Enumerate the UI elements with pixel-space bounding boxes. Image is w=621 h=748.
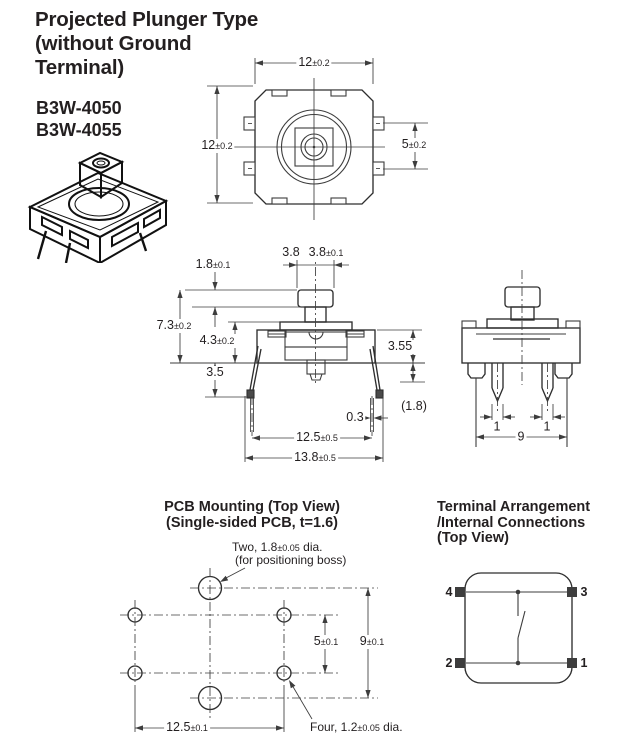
pcb-boss-note: Two, 1.8±0.05 dia. (232, 540, 323, 554)
side-view-body (461, 270, 581, 447)
dim-pcb-hole-pitch-h: 12.5±0.1 (164, 720, 210, 735)
page-title-line2: (without Ground (35, 32, 192, 55)
pcb-title-line2: (Single-sided PCB, t=1.6) (165, 514, 339, 531)
terminal-section-title: Terminal Arrangement /Internal Connectio… (437, 499, 621, 547)
terminal-schematic (455, 572, 577, 684)
terminal-title-line3: (Top View) (437, 530, 509, 546)
dim-body-above-pcb: 3.55 (385, 339, 415, 354)
dim-plunger-width: 3.8±0.1 (306, 245, 346, 260)
page-title: Projected Plunger Type (without Ground T… (35, 8, 258, 80)
dim-pcb-hole-pitch-v: 5±0.1 (311, 634, 341, 649)
terminal-pin-3: 3 (580, 585, 588, 599)
dim-pin-row-span: 9 (515, 429, 527, 444)
terminal-pin-1: 1 (580, 656, 588, 670)
terminal-pin-4: 4 (445, 585, 453, 599)
pcb-title-line1: PCB Mounting (Top View) (164, 499, 340, 515)
dim-plunger-top-width: 3.8 (280, 245, 302, 260)
pcb-section-title: PCB Mounting (Top View) (Single-sided PC… (140, 499, 364, 531)
pcb-dimensions (135, 567, 371, 731)
side-view-drawing (461, 270, 581, 447)
dim-body-height: 4.3±0.2 (197, 333, 237, 348)
dim-leg-height: 3.5 (204, 365, 226, 380)
dim-pin-width-left: 1 (491, 419, 503, 434)
top-view-dimensions (207, 58, 428, 204)
terminal-pin-2: 2 (445, 656, 453, 670)
dim-outer-leg-span: 13.8±0.5 (292, 450, 338, 465)
dim-topview-height: 12±0.2 (199, 138, 235, 153)
dim-plunger-height: 1.8±0.1 (193, 257, 233, 272)
dim-pin-width-right: 1 (541, 419, 553, 434)
dim-lead-thickness: 0.3 (344, 410, 366, 425)
model-number-1: B3W-4050 (36, 98, 122, 118)
dim-topview-tab-pitch: 5±0.2 (399, 137, 429, 152)
model-number-2: B3W-4055 (36, 120, 122, 140)
top-view-body (230, 78, 385, 220)
dim-below-pcb: (1.8) (399, 399, 429, 414)
dim-total-height: 7.3±0.2 (154, 318, 194, 333)
pcb-holes (120, 568, 378, 732)
dim-pcb-boss-pitch-v: 9±0.1 (357, 634, 387, 649)
product-illustration (27, 151, 169, 263)
top-view-drawing (207, 58, 428, 220)
dim-topview-width: 12±0.2 (296, 55, 332, 70)
dim-lead-span: 12.5±0.5 (294, 430, 340, 445)
pcb-mounting-drawing (120, 567, 378, 732)
page-title-line3: Terminal) (35, 56, 124, 79)
pcb-boss-note2: (for positioning boss) (235, 553, 347, 567)
pcb-hole-note: Four, 1.2±0.05 dia. (310, 720, 403, 734)
page-title-line1: Projected Plunger Type (35, 8, 259, 31)
terminal-title-line1: Terminal Arrangement (437, 499, 591, 515)
front-view-body (170, 250, 425, 436)
model-numbers: B3W-4050 B3W-4055 (36, 97, 122, 141)
terminal-arrangement-drawing (455, 572, 577, 684)
terminal-title-line2: /Internal Connections (437, 514, 586, 531)
